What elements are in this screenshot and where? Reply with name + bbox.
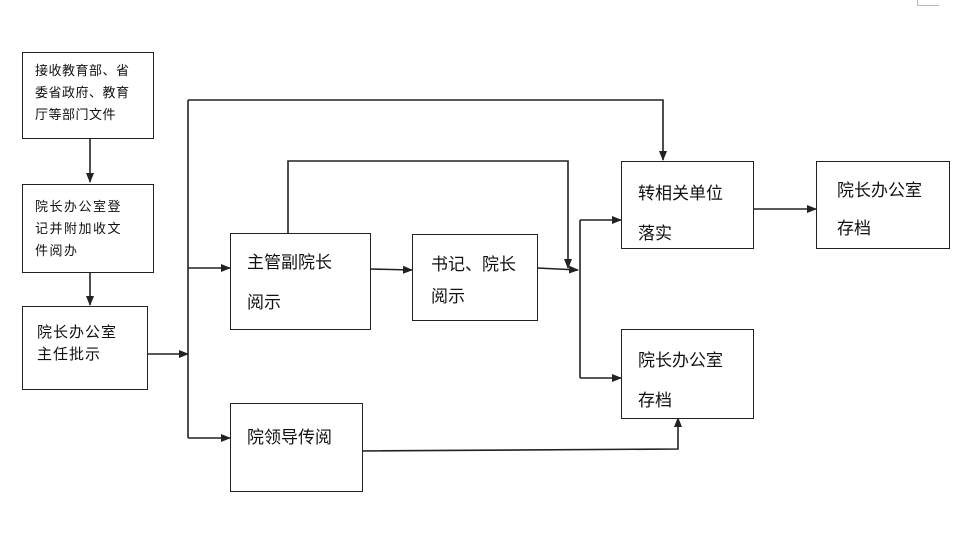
node-text-line: 院长办公室 <box>37 323 118 341</box>
page-corner-mark <box>917 0 939 6</box>
node-text-line: 转相关单位 <box>638 184 723 204</box>
arrow-vice-to-secretary <box>370 265 413 274</box>
node-text-line: 落实 <box>638 224 672 244</box>
arrow-circulate-to-archive <box>356 417 682 452</box>
arrow-trunk-to-transfer-top <box>188 99 667 161</box>
node-text-line: 记并附加收文 <box>35 222 123 237</box>
arrow-secretary-to-junction <box>536 265 579 274</box>
node-text-line: 院长办公室登 <box>35 200 123 215</box>
node-text-line: 院长办公室 <box>837 181 922 201</box>
node-text-line: 书记、院长 <box>431 255 516 275</box>
node-text-line: 存档 <box>837 219 871 239</box>
node-text-line: 存档 <box>638 391 672 411</box>
node-text-line: 接收教育部、省 <box>35 64 130 79</box>
node-text-line: 厅等部门文件 <box>35 108 117 123</box>
arrow-vice-loop-to-junction <box>287 160 572 269</box>
node-text-line: 件阅办 <box>35 244 79 259</box>
node-text-line: 院长办公室 <box>638 351 723 371</box>
node-text-line: 阅示 <box>247 293 281 313</box>
node-archive-right: 院长办公室 存档 <box>816 161 950 249</box>
node-text-line: 阅示 <box>431 287 465 307</box>
node-director-approval: 院长办公室 主任批示 <box>22 306 148 390</box>
node-text-line: 主管副院长 <box>247 253 332 273</box>
node-vice-president-review: 主管副院长 阅示 <box>230 233 371 330</box>
node-secretary-review: 书记、院长 阅示 <box>412 234 538 321</box>
node-office-register: 院长办公室登 记并附加收文 件阅办 <box>22 184 154 273</box>
node-leaders-circulate: 院领导传阅 <box>230 403 363 492</box>
node-text-line: 主任批示 <box>37 345 102 363</box>
node-text-line: 院领导传阅 <box>247 428 332 448</box>
node-text-line: 委省政府、教育 <box>35 86 130 101</box>
node-archive-bottom: 院长办公室 存档 <box>621 329 754 419</box>
node-transfer-units: 转相关单位 落实 <box>621 161 754 249</box>
node-receive-documents: 接收教育部、省 委省政府、教育 厅等部门文件 <box>22 52 154 139</box>
